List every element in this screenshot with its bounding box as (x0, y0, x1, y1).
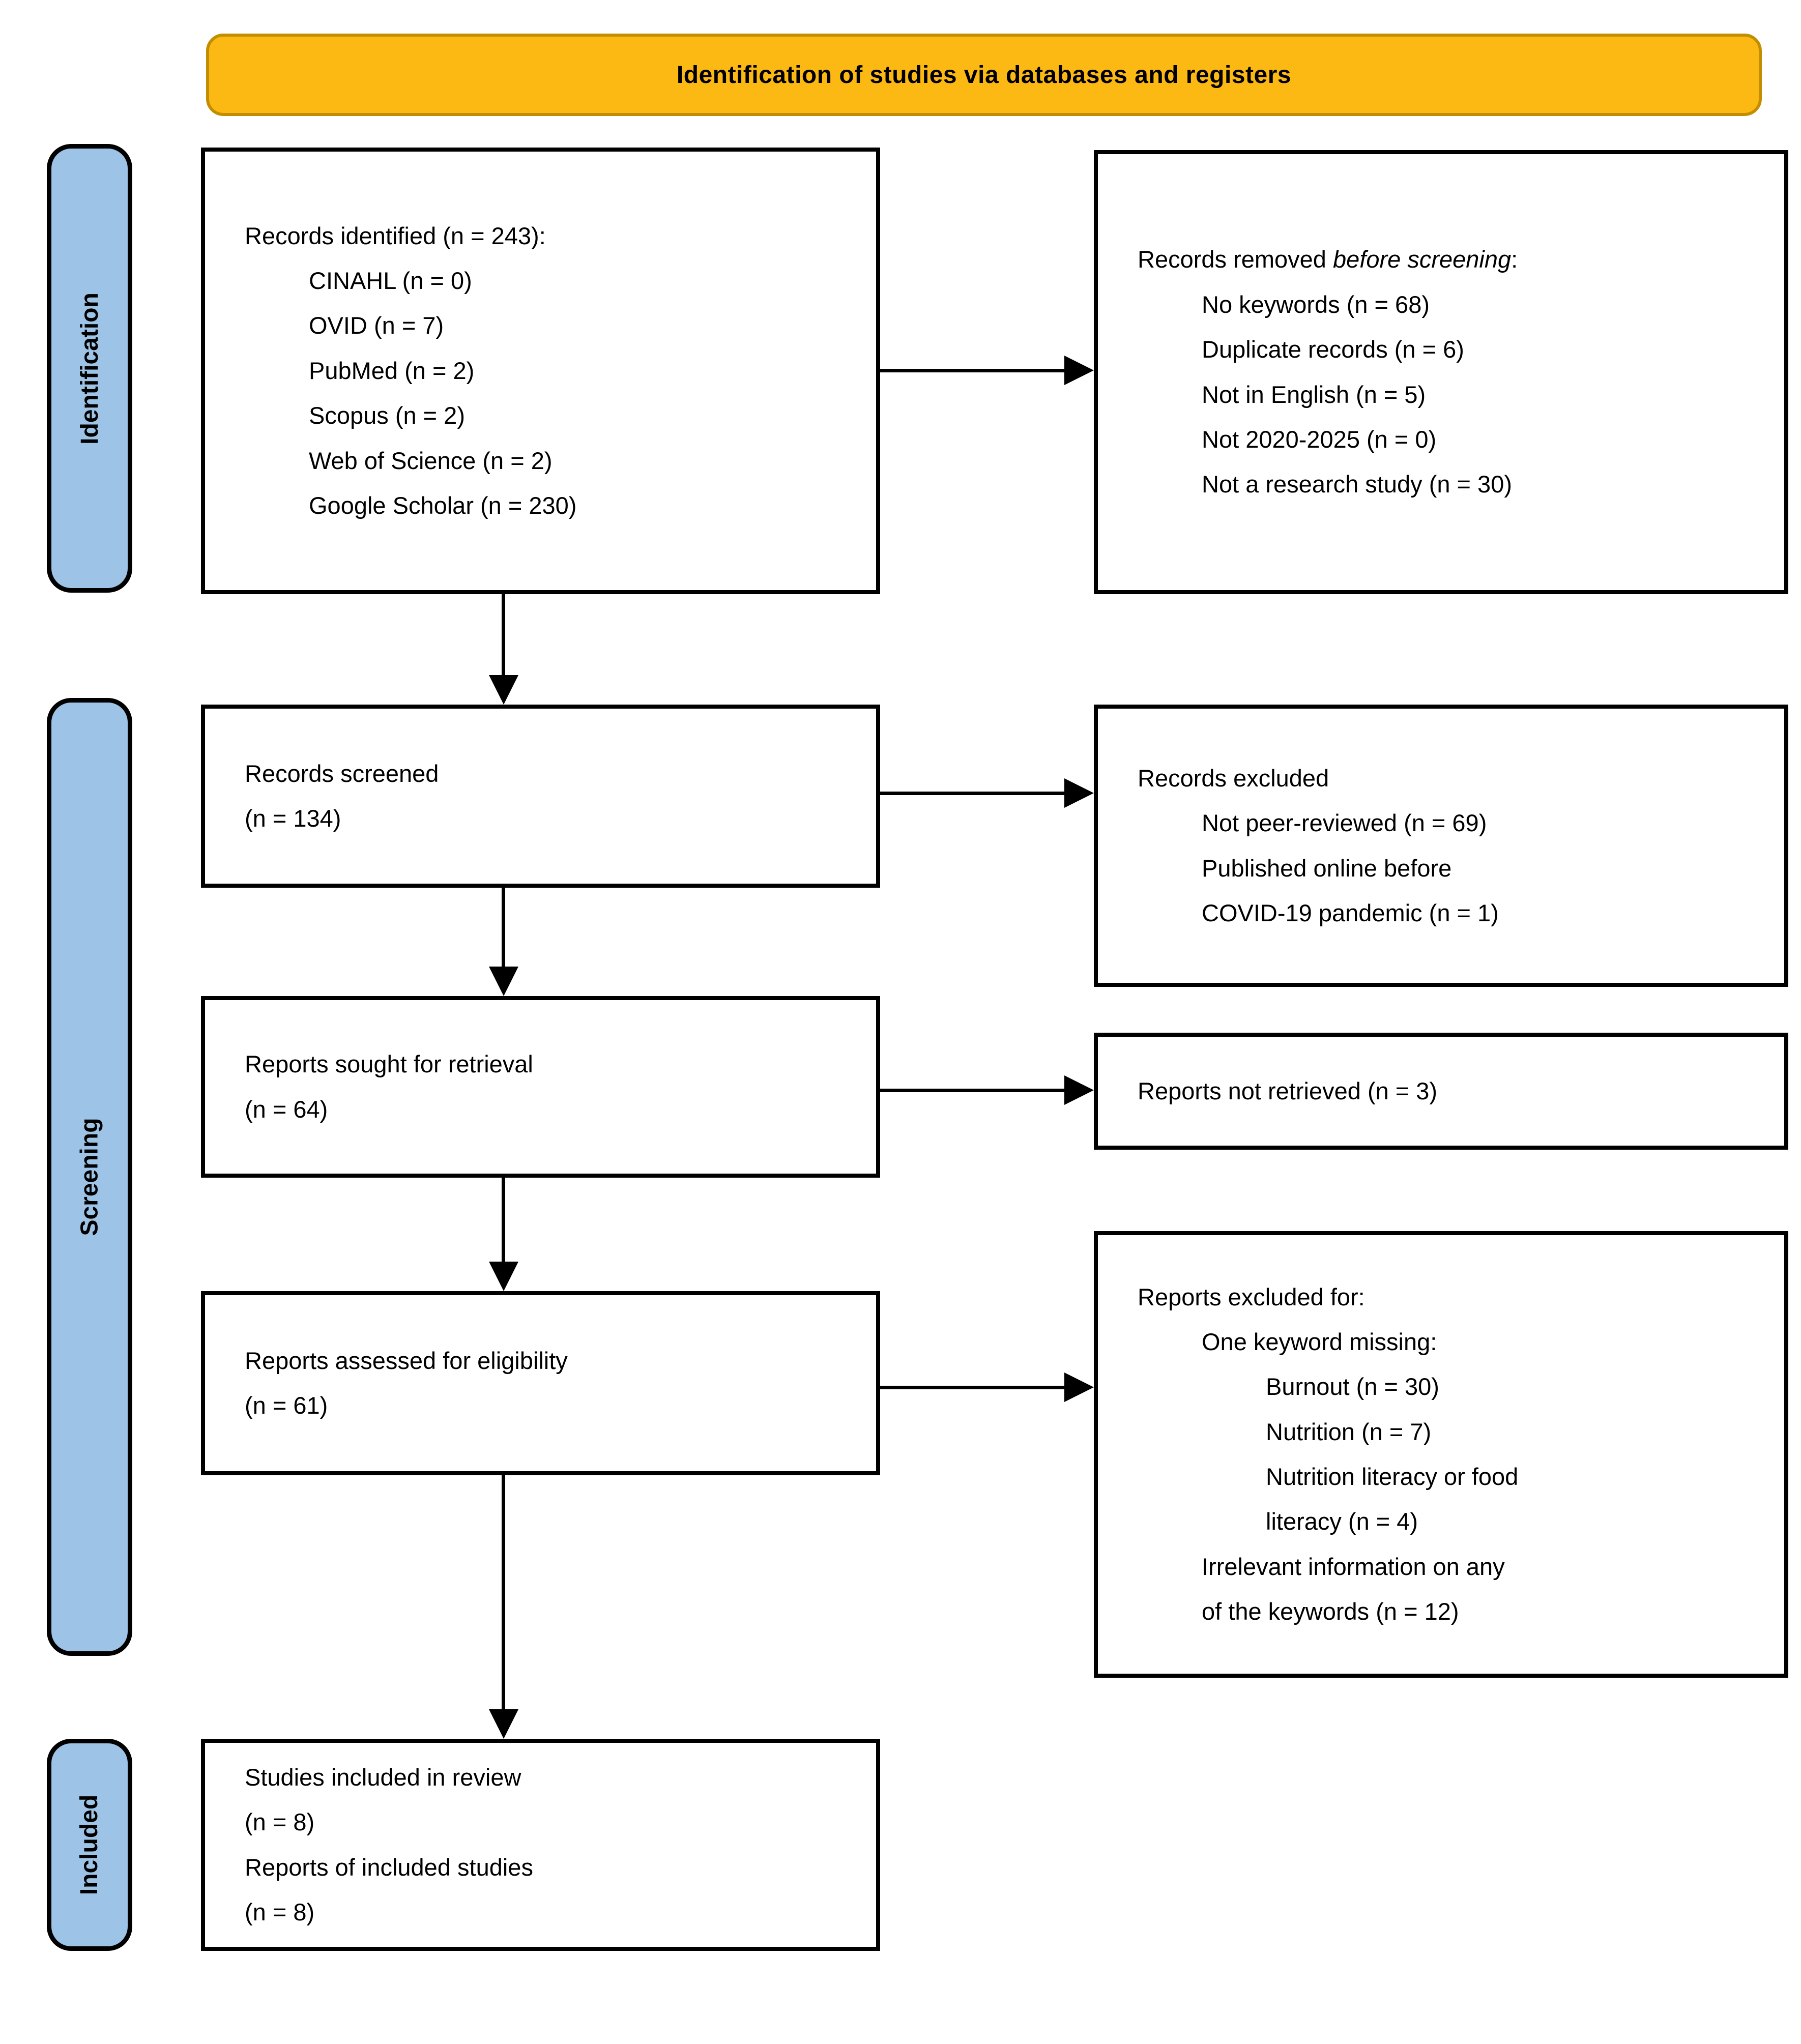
arrow-line (880, 369, 1067, 372)
records-excluded-item: Published online before (1202, 854, 1452, 882)
reports-assessed-count: (n = 61) (245, 1392, 328, 1419)
reports-not-retrieved-line: Reports not retrieved (n = 3) (1138, 1077, 1438, 1104)
box-records-screened: Records screened (n = 134) (201, 705, 880, 888)
box-reports-excluded: Reports excluded for: One keyword missin… (1094, 1231, 1788, 1678)
records-removed-item: Duplicate records (n = 6) (1202, 336, 1464, 363)
records-identified-title: Records identified (n = 243): (245, 222, 546, 249)
records-removed-title-prefix: Records removed (1138, 246, 1333, 273)
stage-label-included: Included (47, 1739, 132, 1951)
studies-included-line: Reports of included studies (245, 1853, 533, 1881)
box-reports-sought: Reports sought for retrieval (n = 64) (201, 996, 880, 1178)
box-records-identified: Records identified (n = 243): CINAHL (n … (201, 148, 880, 594)
arrow-line (880, 1089, 1067, 1092)
stage-label-included-text: Included (76, 1794, 103, 1895)
stage-label-screening: Screening (47, 698, 132, 1656)
arrow-head-down-icon (489, 967, 518, 996)
box-records-removed: Records removed before screening: No key… (1094, 150, 1788, 594)
arrow-line (502, 888, 505, 968)
arrow-head-down-icon (489, 675, 518, 705)
records-excluded-item: COVID-19 pandemic (n = 1) (1202, 899, 1499, 926)
reports-excluded-item: of the keywords (n = 12) (1202, 1598, 1459, 1625)
arrow-line (502, 1178, 505, 1263)
reports-sought-line: Reports sought for retrieval (245, 1050, 533, 1078)
reports-excluded-item: One keyword missing: (1202, 1328, 1437, 1355)
banner: Identification of studies via databases … (206, 34, 1762, 116)
studies-included-line: Studies included in review (245, 1763, 521, 1791)
records-removed-title-italic: before screening (1333, 246, 1512, 273)
records-identified-item: PubMed (n = 2) (309, 357, 475, 384)
records-screened-count: (n = 134) (245, 805, 341, 832)
arrow-head-right-icon (1064, 1373, 1094, 1402)
records-excluded-item: Not peer-reviewed (n = 69) (1202, 809, 1487, 837)
studies-included-count: (n = 8) (245, 1808, 315, 1836)
reports-assessed-line: Reports assessed for eligibility (245, 1347, 568, 1374)
reports-excluded-item: Nutrition literacy or food (1266, 1463, 1519, 1490)
arrow-line (880, 792, 1067, 795)
records-identified-item: Web of Science (n = 2) (309, 447, 553, 474)
records-removed-item: Not 2020-2025 (n = 0) (1202, 425, 1437, 453)
records-identified-item: OVID (n = 7) (309, 312, 444, 339)
reports-excluded-item: Burnout (n = 30) (1266, 1373, 1439, 1400)
arrow-line (502, 594, 505, 677)
stage-label-identification: Identification (47, 144, 132, 593)
reports-excluded-title: Reports excluded for: (1138, 1283, 1365, 1310)
box-reports-assessed: Reports assessed for eligibility (n = 61… (201, 1291, 880, 1475)
records-removed-title: Records removed before screening: (1138, 237, 1764, 282)
arrow-line (880, 1386, 1067, 1389)
stage-label-identification-text: Identification (76, 292, 103, 445)
reports-excluded-item: Nutrition (n = 7) (1266, 1418, 1432, 1445)
studies-included-count: (n = 8) (245, 1898, 315, 1925)
arrow-head-right-icon (1064, 778, 1094, 808)
box-reports-not-retrieved: Reports not retrieved (n = 3) (1094, 1033, 1788, 1150)
arrow-line (502, 1475, 505, 1710)
box-studies-included: Studies included in review (n = 8) Repor… (201, 1739, 880, 1951)
arrow-head-right-icon (1064, 1075, 1094, 1105)
records-identified-item: CINAHL (n = 0) (309, 267, 472, 295)
arrow-head-down-icon (489, 1709, 518, 1739)
reports-excluded-item: literacy (n = 4) (1266, 1508, 1418, 1535)
records-excluded-title: Records excluded (1138, 764, 1329, 792)
records-identified-item: Google Scholar (n = 230) (309, 491, 577, 519)
reports-excluded-item: Irrelevant information on any (1202, 1553, 1505, 1580)
stage-label-screening-text: Screening (76, 1118, 103, 1236)
arrow-head-down-icon (489, 1262, 518, 1291)
reports-sought-count: (n = 64) (245, 1095, 328, 1123)
records-screened-line: Records screened (245, 760, 439, 787)
records-removed-item: No keywords (n = 68) (1202, 290, 1430, 318)
banner-title: Identification of studies via databases … (676, 61, 1292, 89)
arrow-head-right-icon (1064, 356, 1094, 385)
records-removed-item: Not in English (n = 5) (1202, 381, 1426, 408)
box-records-excluded: Records excluded Not peer-reviewed (n = … (1094, 705, 1788, 987)
records-removed-title-suffix: : (1511, 246, 1518, 273)
records-removed-item: Not a research study (n = 30) (1202, 471, 1512, 498)
records-identified-item: Scopus (n = 2) (309, 402, 465, 429)
